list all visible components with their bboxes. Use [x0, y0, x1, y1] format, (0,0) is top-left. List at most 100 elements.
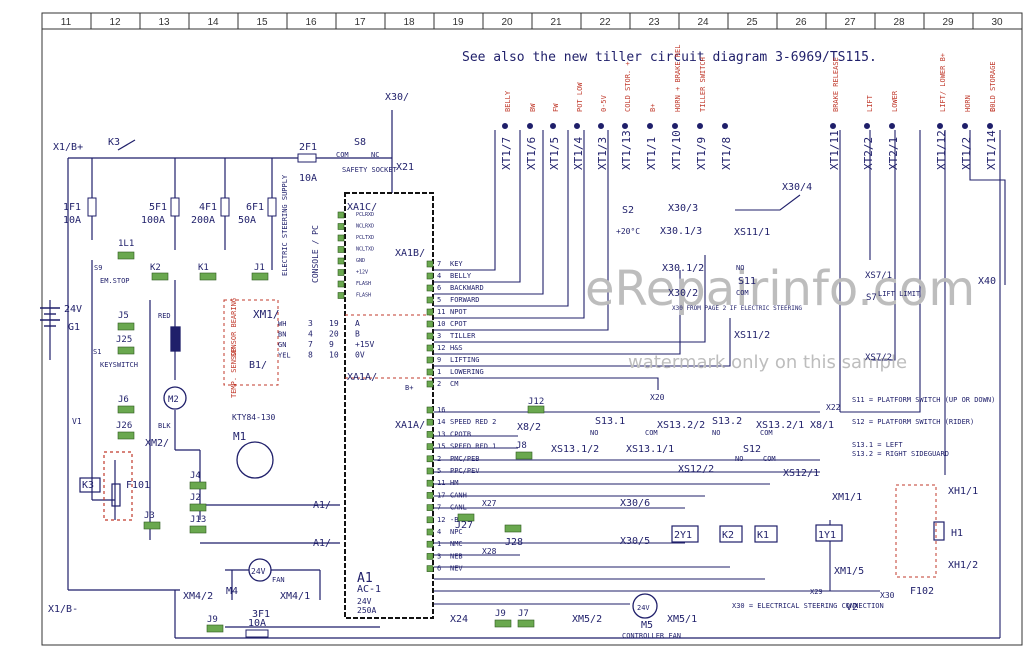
label-fan-v: 24V: [251, 567, 266, 576]
label-k3: K3: [82, 480, 94, 491]
ruler-column-19: 19: [452, 17, 464, 28]
label-fan: FAN: [272, 576, 285, 584]
label-x30b: X30: [880, 591, 895, 600]
connector-pin: [722, 123, 728, 129]
switch-contact-tag: COM: [736, 289, 749, 297]
pin-marker: [426, 368, 434, 376]
connector-pin: [672, 123, 678, 129]
label-xh1-2: XH1/2: [948, 560, 978, 571]
label-keyswitch: KEYSWITCH: [100, 361, 138, 369]
pin-signal-backward: BACKWARD: [450, 284, 484, 292]
label-x40: X40: [978, 276, 996, 287]
pin-marker: [426, 272, 434, 280]
pin-marker: [426, 380, 434, 388]
label-j13: J13: [190, 515, 206, 525]
pin-marker: [426, 467, 434, 475]
pin-number: 4: [437, 272, 441, 280]
pin-marker: [426, 296, 434, 304]
sensor-wire-color: BN: [278, 331, 286, 339]
sensor-pin-num: 20: [329, 330, 339, 339]
jumper-tag: [143, 521, 161, 530]
xt-signal-label: COLD STORAGE: [989, 61, 997, 112]
label-x30-note: X30 = ELECTRICAL STEERING CONNECTION: [732, 602, 884, 610]
label-x30-1-2: X30.1/2: [662, 263, 704, 274]
xt-connector-XT1-12: XT1/12: [935, 130, 948, 170]
xt-signal-label: BW: [529, 103, 537, 112]
pin-marker: [426, 443, 434, 450]
label-f4-1: 4F1: [199, 202, 217, 213]
a1-current: 250A: [357, 606, 376, 615]
label-xm5-2: XM5/2: [572, 614, 602, 625]
label-xs7-2: XS7/2: [865, 353, 892, 363]
label-f1-1: 1F1: [63, 202, 81, 213]
label-x8-2: X8/2: [517, 422, 541, 433]
label-k2b: K2: [722, 530, 734, 541]
label-f102: F102: [910, 586, 934, 597]
pin-number: 17: [437, 491, 445, 499]
connector-pin: [697, 123, 703, 129]
pin-marker: [337, 211, 345, 219]
a1-label: A1: [357, 571, 373, 586]
ruler-column-21: 21: [550, 17, 562, 28]
sensor-pin: 8: [308, 351, 313, 360]
motors: [163, 326, 658, 619]
pin-number: 13: [437, 430, 445, 438]
label-blk: BLK: [158, 422, 171, 430]
a1-model: AC-1: [357, 584, 381, 595]
pin-marker: [426, 344, 434, 352]
switch-contact-tag: COM: [645, 429, 658, 437]
xt-connector-XT1-7: XT1/7: [500, 137, 513, 170]
xt-connector-XT1-2: XT1/2: [960, 137, 973, 170]
pin-marker: [426, 553, 434, 560]
pin-signal: HM: [450, 479, 458, 487]
xa1c-pin: FLASH: [356, 281, 371, 287]
label-f5-1: 5F1: [149, 202, 167, 213]
bplus-label: B+: [405, 384, 413, 392]
label-s8-nc: NC: [371, 151, 379, 159]
xt-signal-label: LIFT: [866, 94, 874, 112]
xt-signal-label: COLD STOR. +: [624, 61, 632, 112]
label-k3: K3: [108, 137, 120, 148]
switch-contact-tag: NO: [735, 455, 743, 463]
label-j7: J7: [518, 609, 529, 619]
watermark-main: eRepairinfo.com: [585, 261, 975, 317]
ruler-column-20: 20: [501, 17, 513, 28]
label-x1-bplus: X1/B+: [53, 142, 83, 153]
xt-connector-XT2-1: XT2/1: [887, 137, 900, 170]
xt-signal-label: HORN + BRAKE REL: [674, 45, 682, 112]
jumper-tag: [117, 405, 135, 414]
pin-marker: [426, 284, 434, 292]
pin-number: 10: [437, 320, 445, 328]
pin-marker: [426, 565, 434, 572]
pin-signal-h&s: H&S: [450, 344, 463, 352]
label-g1: G1: [68, 322, 80, 333]
pin-number: 3: [437, 552, 441, 560]
pin-number: 6: [437, 565, 441, 573]
xt-signal-label: HORN: [964, 95, 972, 112]
switch-contact-tag: COM: [763, 455, 776, 463]
label-x30-3: X30/3: [668, 203, 698, 214]
connector-pin: [622, 123, 628, 129]
label-xh1-1: XH1/1: [948, 486, 978, 497]
xt-signal-label: TILLER SWITCH: [699, 57, 707, 112]
pin-number: 15: [437, 443, 445, 451]
pin-signal-forward: FORWARD: [450, 296, 480, 304]
label-h1: H1: [951, 528, 963, 539]
xt-connector-XT1-4: XT1/4: [572, 137, 585, 170]
pin-marker: [337, 246, 345, 253]
pin-marker: [426, 492, 434, 499]
label-f101: F101: [126, 480, 150, 491]
ruler-column-22: 22: [599, 17, 611, 28]
pin-marker: [426, 540, 434, 548]
label-x28: X28: [482, 547, 497, 556]
xt-connector-XT1-10: XT1/10: [670, 130, 683, 170]
pin-number: 9: [437, 356, 441, 364]
label-x30-from: X30 FROM PAGE 2 IF ELECTRIC STEERING: [672, 305, 802, 312]
label-xs13-2-1: XS13.2/1: [756, 420, 804, 431]
label-m5: M5: [641, 620, 653, 631]
label-j6: J6: [118, 395, 129, 405]
label-s8-com: COM: [336, 151, 349, 159]
pin-signal: SPEED RED 2: [450, 418, 496, 426]
jumper-tag: [117, 346, 135, 355]
